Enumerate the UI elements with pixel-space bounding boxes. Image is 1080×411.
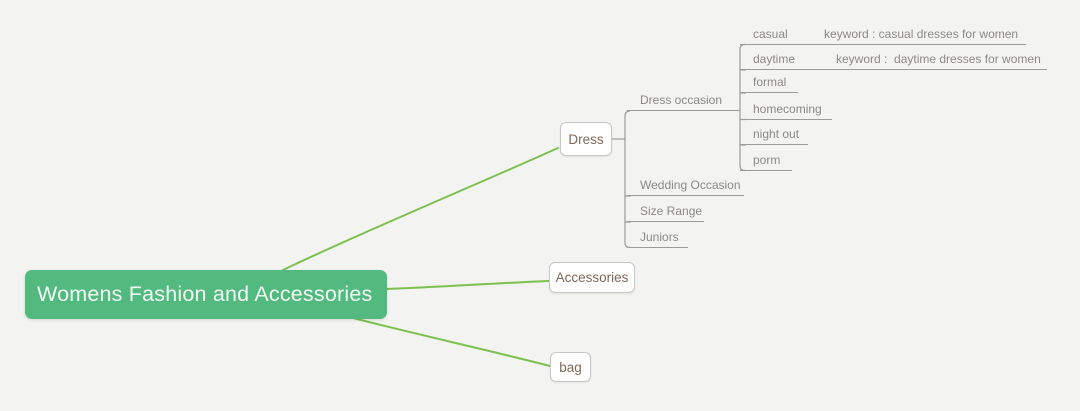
topic-bag[interactable]: bag <box>550 352 591 382</box>
topic-casual-keyword-note[interactable]: keyword : casual dresses for women <box>824 26 1019 41</box>
topic-homecoming-label: homecoming <box>753 101 822 116</box>
topic-dress-label: Dress <box>568 131 604 147</box>
topic-size-range[interactable]: Size Range <box>627 201 704 222</box>
root-topic-label: Womens Fashion and Accessories <box>37 282 373 306</box>
topic-casual-label: casual <box>753 26 788 41</box>
topic-bag-label: bag <box>559 359 582 375</box>
topic-homecoming[interactable]: homecoming <box>740 99 832 120</box>
branch-line-dress <box>282 147 559 271</box>
topic-wedding-occasion[interactable]: Wedding Occasion <box>627 175 744 196</box>
topic-size-range-label: Size Range <box>640 204 703 218</box>
topic-accessories[interactable]: Accessories <box>549 262 635 293</box>
topic-juniors[interactable]: Juniors <box>627 227 688 248</box>
topic-daytime-label: daytime <box>753 52 796 66</box>
topic-night-out-label: night out <box>753 127 800 141</box>
topic-formal[interactable]: formal <box>740 72 798 93</box>
branch-line-bag <box>352 317 551 367</box>
topic-dress-occasion[interactable]: Dress occasion <box>627 90 740 111</box>
topic-wedding-occasion-label: Wedding Occasion <box>640 178 741 192</box>
root-topic[interactable]: Womens Fashion and Accessories <box>25 270 387 319</box>
topic-juniors-label: Juniors <box>640 229 679 244</box>
topic-dress[interactable]: Dress <box>560 122 612 156</box>
branch-line-accessories <box>386 280 550 290</box>
topic-casual[interactable]: casual keyword : casual dresses for wome… <box>740 24 1026 45</box>
topic-formal-label: formal <box>753 75 787 89</box>
topic-porm[interactable]: porm <box>740 150 792 171</box>
topic-porm-label: porm <box>753 152 781 167</box>
topic-daytime[interactable]: daytime keyword : daytime dresses for wo… <box>740 49 1047 70</box>
topic-night-out[interactable]: night out <box>740 124 808 145</box>
topic-daytime-keyword-note[interactable]: keyword : daytime dresses for women <box>836 52 1041 66</box>
topic-dress-occasion-label: Dress occasion <box>640 93 723 107</box>
topic-accessories-label: Accessories <box>555 270 629 285</box>
